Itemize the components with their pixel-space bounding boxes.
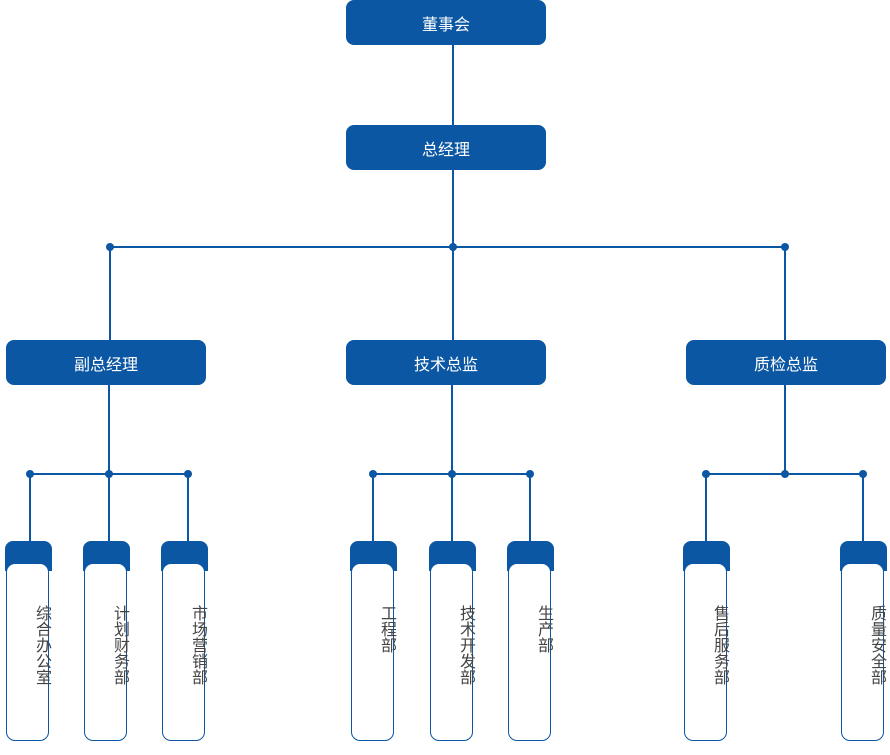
board-label: 董事会 bbox=[421, 14, 470, 34]
junction-dot bbox=[449, 243, 457, 251]
department-label: 生产部 bbox=[535, 605, 554, 653]
junction-dot bbox=[526, 470, 534, 478]
department-node-finance: 计划财务部 bbox=[83, 541, 130, 741]
general-manager-node: 总经理 bbox=[346, 125, 546, 170]
junction-dot bbox=[781, 243, 789, 251]
junction-dot bbox=[105, 470, 113, 478]
junction-dot bbox=[448, 470, 456, 478]
department-label: 质量安全部 bbox=[868, 605, 887, 685]
department-node-after-sales: 售后服务部 bbox=[683, 541, 730, 741]
junction-dot bbox=[26, 470, 34, 478]
department-label: 工程部 bbox=[378, 605, 397, 653]
junction-dot bbox=[859, 470, 867, 478]
department-label: 技术开发部 bbox=[457, 605, 476, 685]
department-node-tech-dev: 技术开发部 bbox=[429, 541, 476, 741]
junction-dot bbox=[106, 243, 114, 251]
department-node-quality-safety: 质量安全部 bbox=[840, 541, 887, 741]
junction-dot bbox=[702, 470, 710, 478]
department-label: 计划财务部 bbox=[111, 605, 130, 685]
junction-dot bbox=[184, 470, 192, 478]
deputy-manager-label: 副总经理 bbox=[73, 354, 138, 374]
department-node-marketing: 市场营销部 bbox=[161, 541, 208, 741]
department-label: 市场营销部 bbox=[189, 605, 208, 685]
technical-director-node: 技术总监 bbox=[346, 340, 546, 385]
quality-director-label: 质检总监 bbox=[753, 354, 818, 374]
technical-director-label: 技术总监 bbox=[413, 354, 478, 374]
deputy-manager-node: 副总经理 bbox=[6, 340, 206, 385]
department-label: 综合办公室 bbox=[33, 605, 52, 685]
general-manager-label: 总经理 bbox=[421, 139, 470, 159]
junction-dot bbox=[781, 470, 789, 478]
department-label: 售后服务部 bbox=[711, 605, 730, 685]
junction-dot bbox=[369, 470, 377, 478]
department-node-office: 综合办公室 bbox=[5, 541, 52, 741]
quality-director-node: 质检总监 bbox=[686, 340, 886, 385]
department-node-production: 生产部 bbox=[507, 541, 554, 741]
board-node: 董事会 bbox=[346, 0, 546, 45]
department-node-engineering: 工程部 bbox=[350, 541, 397, 741]
